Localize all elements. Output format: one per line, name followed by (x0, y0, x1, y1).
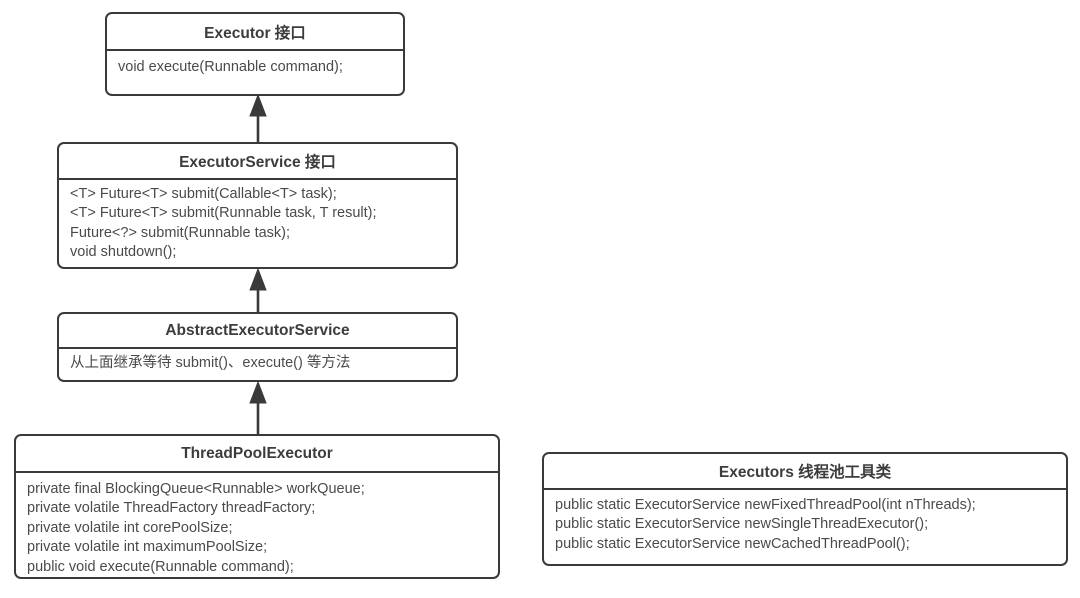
arrow-abstract-to-executorservice (249, 267, 267, 312)
class-member: private final BlockingQueue<Runnable> wo… (27, 481, 365, 497)
class-title-executors: Executors 线程池工具类 (544, 454, 1066, 490)
class-box-abstractexecutorservice[interactable]: AbstractExecutorService 从上面继承等待 submit()… (57, 312, 458, 382)
class-member: public void execute(Runnable command); (27, 558, 294, 575)
arrow-executorservice-to-executor (249, 93, 267, 142)
class-member: public static ExecutorService newCachedT… (555, 535, 910, 552)
class-member: private volatile ThreadFactory threadFac… (27, 500, 316, 517)
class-title-executorservice: ExecutorService 接口 (59, 144, 456, 180)
class-title-executor: Executor 接口 (107, 14, 403, 51)
class-members-executorservice: <T> Future<T> submit(Callable<T> task); … (59, 180, 456, 267)
class-member: public static ExecutorService newSingleT… (555, 516, 929, 533)
class-member: void execute(Runnable command); (118, 59, 343, 75)
class-member: <T> Future<T> submit(Runnable task, T re… (70, 205, 377, 222)
class-member: void shutdown(); (70, 244, 177, 261)
class-members-executor: void execute(Runnable command); (107, 51, 403, 83)
class-box-threadpoolexecutor[interactable]: ThreadPoolExecutor private final Blockin… (14, 434, 500, 579)
class-member: Future<?> submit(Runnable task); (70, 224, 291, 241)
class-members-abstractexecutorservice: 从上面继承等待 submit()、execute() 等方法 (59, 349, 456, 379)
arrow-threadpool-to-abstract (249, 380, 267, 434)
class-box-executors[interactable]: Executors 线程池工具类 public static ExecutorS… (542, 452, 1068, 566)
class-member: 从上面继承等待 submit()、execute() 等方法 (70, 355, 351, 371)
class-title-abstractexecutorservice: AbstractExecutorService (59, 314, 456, 349)
class-title-threadpoolexecutor: ThreadPoolExecutor (16, 436, 498, 473)
class-member: <T> Future<T> submit(Callable<T> task); (70, 186, 337, 202)
class-member: private volatile int maximumPoolSize; (27, 539, 268, 556)
class-member: private volatile int corePoolSize; (27, 519, 233, 536)
class-box-executorservice[interactable]: ExecutorService 接口 <T> Future<T> submit(… (57, 142, 458, 269)
class-member: public static ExecutorService newFixedTh… (555, 497, 976, 513)
class-box-executor[interactable]: Executor 接口 void execute(Runnable comman… (105, 12, 405, 96)
class-members-threadpoolexecutor: private final BlockingQueue<Runnable> wo… (16, 473, 498, 577)
class-members-executors: public static ExecutorService newFixedTh… (544, 490, 1066, 560)
